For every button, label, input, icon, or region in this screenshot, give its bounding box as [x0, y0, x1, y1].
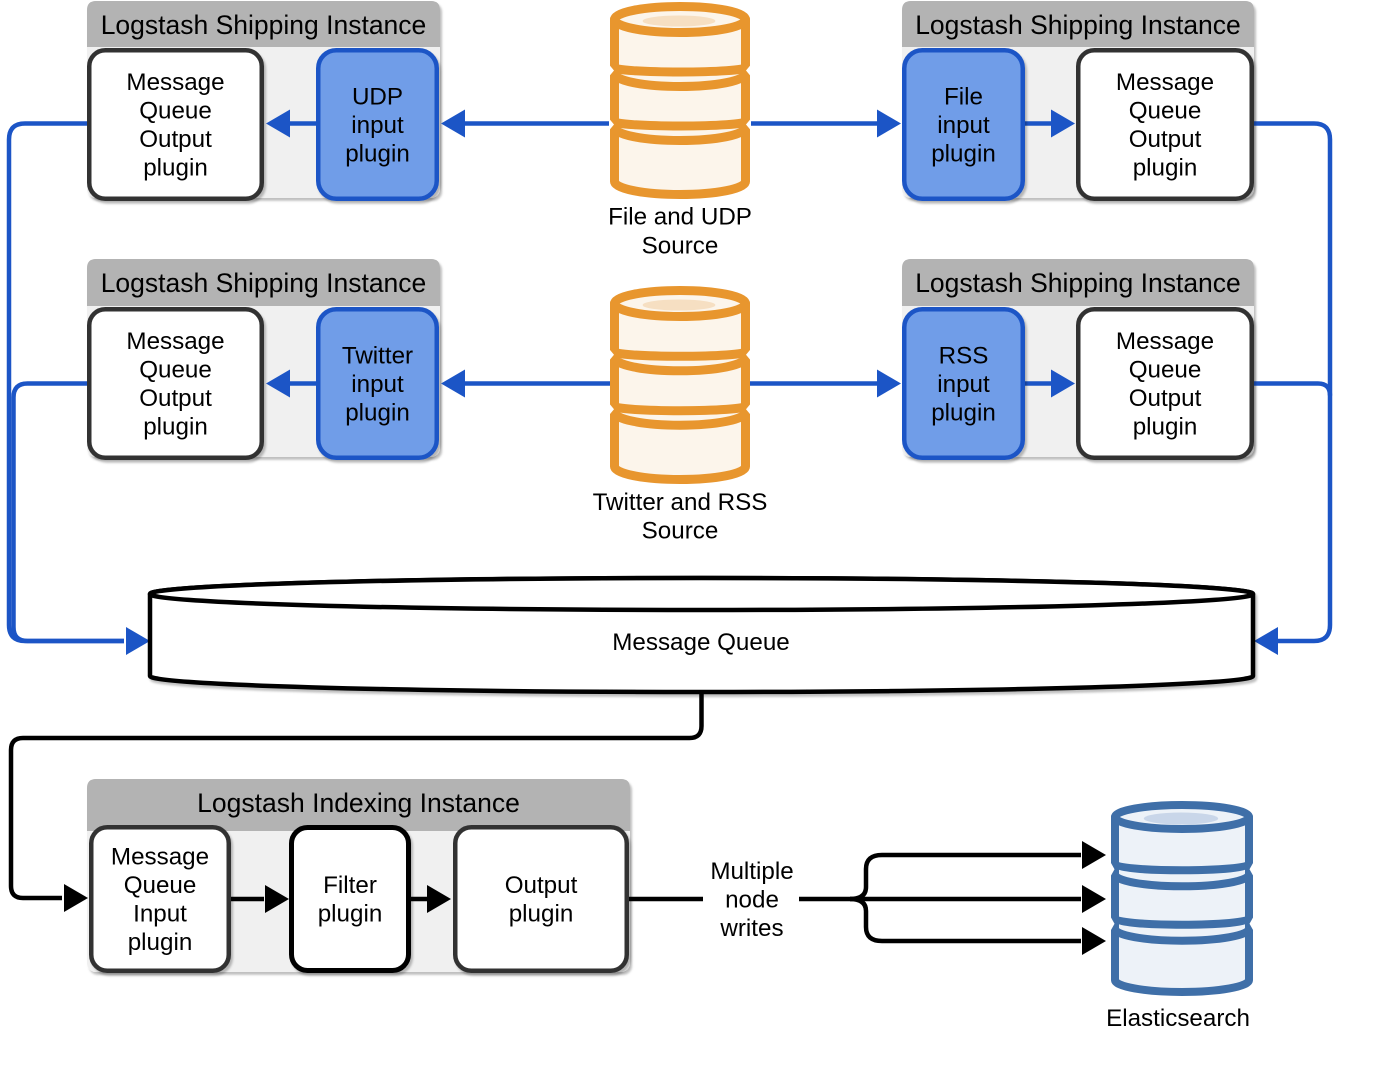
- svg-text:Logstash Shipping Instance: Logstash Shipping Instance: [915, 268, 1241, 298]
- svg-text:Message: Message: [1116, 69, 1214, 96]
- svg-text:Output: Output: [505, 872, 578, 899]
- svg-text:RSS: RSS: [939, 342, 989, 369]
- svg-text:Input: Input: [133, 901, 187, 928]
- svg-text:plugin: plugin: [128, 929, 193, 956]
- svg-text:Message: Message: [126, 69, 224, 96]
- svg-text:input: input: [351, 371, 404, 398]
- svg-text:plugin: plugin: [931, 399, 996, 426]
- svg-text:Output: Output: [1129, 126, 1202, 153]
- svg-text:Logstash Indexing Instance: Logstash Indexing Instance: [197, 788, 520, 818]
- svg-text:Queue: Queue: [139, 98, 212, 125]
- svg-text:Queue: Queue: [1129, 98, 1202, 125]
- svg-text:input: input: [937, 371, 990, 398]
- svg-text:UDP: UDP: [352, 83, 403, 110]
- svg-text:Message: Message: [111, 844, 209, 871]
- svg-text:Message Queue: Message Queue: [612, 629, 790, 656]
- svg-text:writes: writes: [719, 915, 783, 942]
- svg-text:Message: Message: [1116, 328, 1214, 355]
- svg-text:Queue: Queue: [124, 872, 197, 899]
- svg-text:File and UDP: File and UDP: [608, 203, 752, 230]
- svg-text:Output: Output: [139, 126, 212, 153]
- svg-text:Queue: Queue: [139, 357, 212, 384]
- svg-text:Logstash Shipping Instance: Logstash Shipping Instance: [101, 268, 427, 298]
- svg-text:Elasticsearch: Elasticsearch: [1106, 1005, 1250, 1032]
- svg-text:Logstash Shipping Instance: Logstash Shipping Instance: [101, 10, 427, 40]
- svg-text:plugin: plugin: [143, 155, 208, 182]
- svg-text:Twitter: Twitter: [342, 342, 413, 369]
- svg-text:input: input: [351, 112, 404, 139]
- svg-text:plugin: plugin: [318, 901, 383, 928]
- svg-text:Source: Source: [642, 232, 719, 259]
- svg-text:plugin: plugin: [345, 399, 410, 426]
- svg-text:Output: Output: [1129, 385, 1202, 412]
- svg-text:Source: Source: [642, 517, 719, 544]
- svg-text:plugin: plugin: [1133, 155, 1198, 182]
- svg-text:Queue: Queue: [1129, 357, 1202, 384]
- svg-text:node: node: [725, 886, 779, 913]
- svg-text:Multiple: Multiple: [710, 858, 793, 885]
- svg-text:File: File: [944, 83, 983, 110]
- svg-text:plugin: plugin: [931, 140, 996, 167]
- svg-text:input: input: [937, 112, 990, 139]
- svg-text:plugin: plugin: [509, 901, 574, 928]
- svg-text:Message: Message: [126, 328, 224, 355]
- svg-text:Twitter and RSS: Twitter and RSS: [593, 489, 768, 516]
- svg-text:Filter: Filter: [323, 872, 377, 899]
- svg-text:plugin: plugin: [345, 140, 410, 167]
- svg-text:plugin: plugin: [1133, 414, 1198, 441]
- svg-text:Logstash Shipping Instance: Logstash Shipping Instance: [915, 10, 1241, 40]
- svg-text:Output: Output: [139, 385, 212, 412]
- svg-text:plugin: plugin: [143, 414, 208, 441]
